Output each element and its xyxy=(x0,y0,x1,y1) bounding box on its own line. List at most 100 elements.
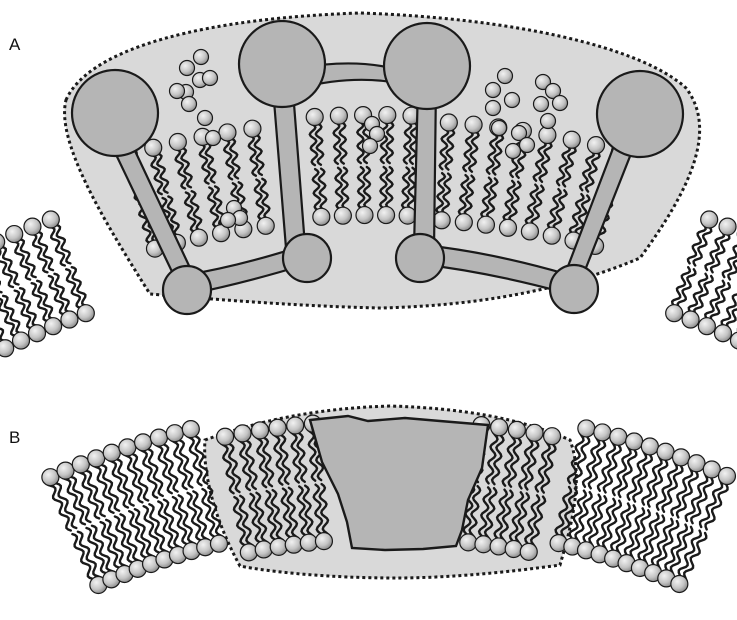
lipid-head xyxy=(440,114,457,131)
lipid-head xyxy=(300,534,317,551)
panel-a xyxy=(0,13,737,357)
lipid-head xyxy=(455,214,472,231)
lipid-head xyxy=(526,424,543,441)
lipid-head xyxy=(505,93,520,108)
lipid-head xyxy=(88,450,105,467)
scaffold-head-top-left xyxy=(239,21,325,107)
lipid-head xyxy=(13,332,30,349)
lipid-head xyxy=(491,419,508,436)
lipid-head xyxy=(505,540,522,557)
lipid-head xyxy=(671,575,688,592)
lipid-head xyxy=(315,533,332,550)
lipid-head xyxy=(486,83,501,98)
lipid-head xyxy=(252,422,269,439)
lipid-head xyxy=(475,536,492,553)
lipid-head xyxy=(221,213,236,228)
lipid-head xyxy=(703,461,720,478)
lipid-head xyxy=(563,131,580,148)
lipid-head xyxy=(499,219,516,236)
lipid-head xyxy=(714,325,731,342)
scaffold-head-left xyxy=(72,70,158,156)
lipid-head xyxy=(77,305,94,322)
lipid-head xyxy=(182,421,199,438)
lipid-head xyxy=(433,212,450,229)
lipid-head xyxy=(682,311,699,328)
lipid-tail xyxy=(650,519,672,572)
lipid-head xyxy=(610,428,627,445)
lipid-head xyxy=(270,538,287,555)
lipid-head xyxy=(244,120,261,137)
lipid-head xyxy=(119,439,136,456)
lipid-head xyxy=(543,227,560,244)
lipid-head xyxy=(688,455,705,472)
lipid-head xyxy=(657,443,674,460)
lipid-head xyxy=(508,421,525,438)
lipid-head xyxy=(72,456,89,473)
lipid-head xyxy=(521,223,538,240)
lipid-head xyxy=(29,325,46,342)
lipid-head xyxy=(210,535,227,552)
lipid-head xyxy=(219,124,236,141)
lipid-head xyxy=(306,109,323,126)
scaffold-foot-2 xyxy=(283,234,331,282)
lipid-head xyxy=(234,425,251,442)
lipid-head xyxy=(477,216,494,233)
lipid-head xyxy=(379,107,396,124)
lipid-head xyxy=(287,417,304,434)
lipid-head xyxy=(578,420,595,437)
lipid-head xyxy=(641,438,658,455)
lipid-head xyxy=(285,536,302,553)
lipid-head xyxy=(498,69,513,84)
lipid-head xyxy=(492,121,507,136)
lipid-head xyxy=(626,433,643,450)
lipid-head xyxy=(45,318,62,335)
lipid-head xyxy=(460,534,477,551)
lipid-head xyxy=(378,207,395,224)
lipid-head xyxy=(198,111,213,126)
lipid-head xyxy=(255,541,272,558)
lipid-head xyxy=(520,138,535,153)
lipid-head xyxy=(42,211,59,228)
lipid-head xyxy=(169,133,186,150)
lipid-head xyxy=(135,434,152,451)
lipid-head xyxy=(588,137,605,154)
lipid-head xyxy=(465,116,482,133)
lipid-head xyxy=(194,50,209,65)
lipid-head xyxy=(103,444,120,461)
lipid-head xyxy=(363,139,378,154)
lipid-head xyxy=(534,97,549,112)
lipid-head xyxy=(57,462,74,479)
lipid-head xyxy=(701,211,718,228)
lipid-head xyxy=(0,340,14,357)
scaffold-foot-4 xyxy=(550,265,598,313)
scaffold-foot-1 xyxy=(163,266,211,314)
scaffold-head-right xyxy=(597,71,683,157)
lipid-head xyxy=(257,217,274,234)
lipid-head xyxy=(24,218,41,235)
lipid-head xyxy=(330,107,347,124)
lipid-head xyxy=(520,543,537,560)
lipid-head xyxy=(6,226,23,243)
lipid-head xyxy=(666,305,683,322)
lipid-head xyxy=(490,538,507,555)
lipid-head xyxy=(313,208,330,225)
lipid-head xyxy=(269,419,286,436)
lipid-head xyxy=(334,207,351,224)
scaffold-foot-3 xyxy=(396,234,444,282)
lipid-head xyxy=(594,424,611,441)
lipid-head xyxy=(61,311,78,328)
lipid-head xyxy=(240,544,257,561)
scaffold-head-top-right xyxy=(384,23,470,109)
lipid-head xyxy=(541,114,556,129)
lipid-head xyxy=(553,96,568,111)
lipid-head xyxy=(698,318,715,335)
lipid-head xyxy=(718,468,735,485)
lipid-head xyxy=(506,144,521,159)
lipid-head xyxy=(673,449,690,466)
lipid-head xyxy=(166,425,183,442)
lipid-head xyxy=(544,428,561,445)
lipid-head xyxy=(150,429,167,446)
lipid-head xyxy=(42,469,59,486)
lipid-head xyxy=(182,97,197,112)
